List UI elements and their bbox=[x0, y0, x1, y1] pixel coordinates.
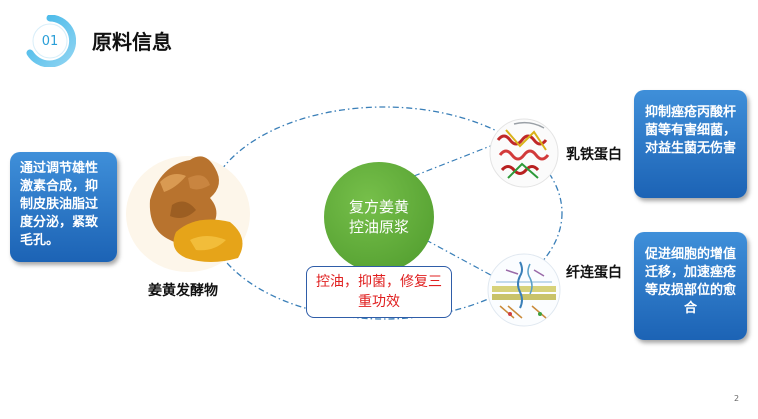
turmeric-label: 姜黄发酵物 bbox=[148, 283, 218, 299]
lactoferrin-description-box: 抑制痤疮丙酸杆菌等有害细菌，对益生菌无伤害 bbox=[634, 90, 747, 198]
fibronectin-image bbox=[487, 253, 561, 327]
turmeric-description-box: 通过调节雄性激素合成，抑制皮肤油脂过度分泌，紧致毛孔。 bbox=[10, 152, 117, 262]
lactoferrin-description: 抑制痤疮丙酸杆菌等有害细菌，对益生菌无伤害 bbox=[644, 105, 736, 156]
turmeric-description: 通过调节雄性激素合成，抑制皮肤油脂过度分泌，紧致毛孔。 bbox=[20, 161, 99, 248]
effects-box: 控油，抑菌，修复三重功效 bbox=[306, 266, 452, 318]
badge-number: 01 bbox=[41, 33, 59, 49]
lactoferrin-image bbox=[489, 118, 559, 188]
connector-top bbox=[413, 142, 499, 177]
fibronectin-description-box: 促进细胞的增值迁移，加速痤疮等皮损部位的愈合 bbox=[634, 232, 747, 340]
section-badge: 01 bbox=[24, 14, 77, 68]
page-number: 2 bbox=[734, 394, 740, 403]
connector-bottom bbox=[425, 239, 501, 281]
lactoferrin-label: 乳铁蛋白 bbox=[566, 147, 622, 163]
orbit-ellipse bbox=[205, 106, 563, 320]
fibronectin-description: 促进细胞的增值迁移，加速痤疮等皮损部位的愈合 bbox=[644, 247, 736, 316]
page-title: 原料信息 bbox=[92, 30, 172, 54]
center-node: 复方姜黄控油原浆 bbox=[324, 162, 434, 272]
center-label: 复方姜黄控油原浆 bbox=[348, 198, 409, 236]
effects-label: 控油，抑菌，修复三重功效 bbox=[316, 274, 442, 310]
turmeric-image bbox=[126, 156, 250, 272]
fibronectin-label: 纤连蛋白 bbox=[566, 265, 622, 281]
badge-ring-icon bbox=[26, 14, 77, 68]
